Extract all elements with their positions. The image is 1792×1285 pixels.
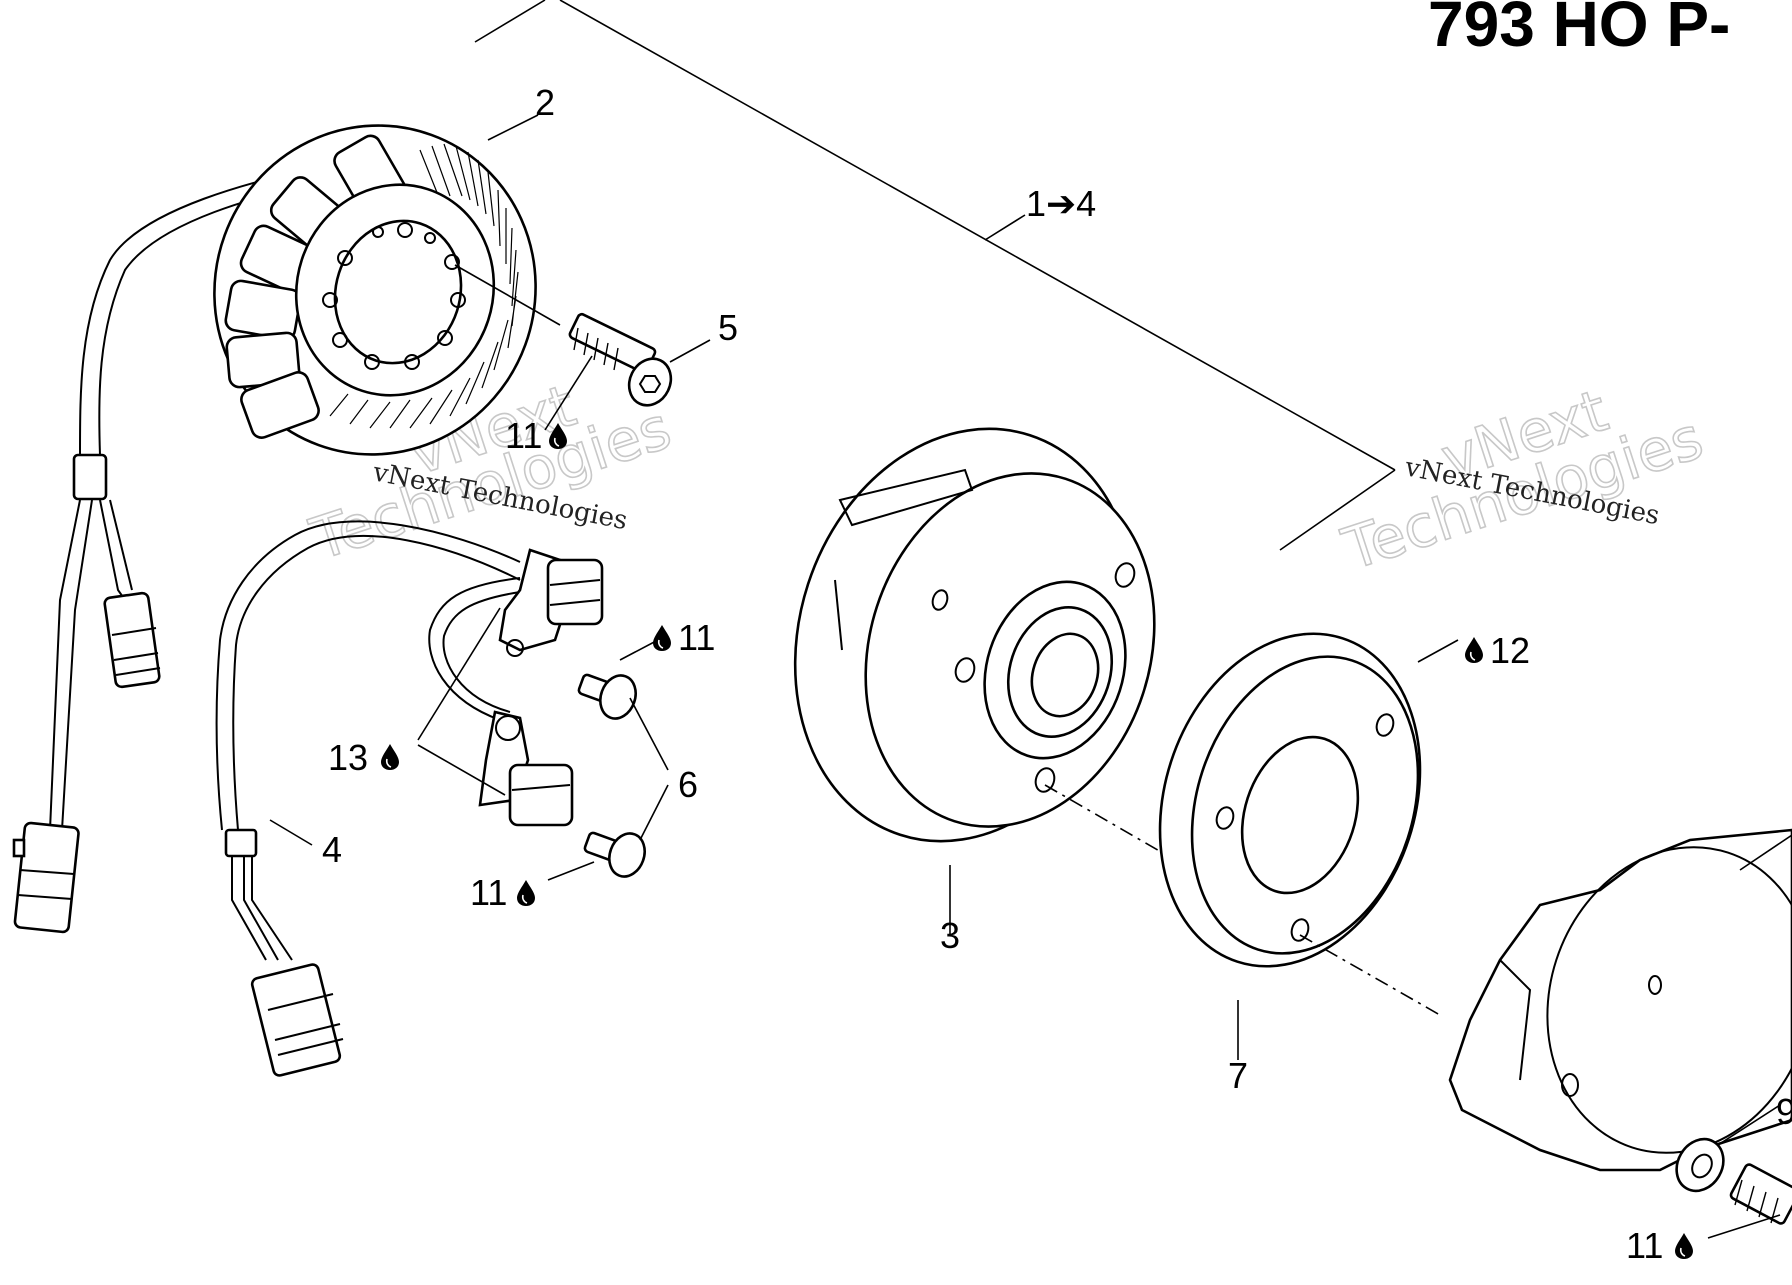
callout-9: 9 [1776,1091,1792,1132]
part-ring-gear [1158,632,1422,968]
drop-icon [380,743,400,771]
callout-labels: 2 1➔4 5 11 11 12 13 6 4 11 3 7 9 11 [322,82,1792,1266]
axis-line [1044,784,1176,861]
axis-line [1299,934,1441,1016]
part-bolt [1729,1163,1792,1225]
group-bracket-lines [474,0,1396,551]
leader-lines [269,114,1792,1239]
part-trigger-coil [215,520,604,1077]
callout-3: 3 [940,915,960,956]
callout-range-1-4: 1➔4 [1026,183,1096,224]
diagram-title: 793 HO P- [1428,0,1730,60]
callout-2: 2 [535,82,555,123]
callout-13: 13 [328,737,400,778]
callout-13-number: 13 [328,737,368,778]
part-stator [12,124,561,934]
callout-12: 12 [1464,630,1530,671]
part-screw-5 [568,312,673,407]
part-washer [1675,1137,1725,1193]
callout-4: 4 [322,829,342,870]
callout-11-upper-number: 11 [678,617,715,658]
part-screw-6 [577,673,646,878]
callout-11-bottom-number: 11 [1626,1225,1663,1266]
drop-icon [1464,636,1484,664]
drop-icon [652,624,672,652]
callout-7: 7 [1228,1055,1248,1096]
callout-6: 6 [678,764,698,805]
callout-11-upper: 11 [652,617,715,658]
callout-12-number: 12 [1490,630,1530,671]
callout-11-lower: 11 [470,872,536,913]
callout-11-stator: 11 [505,415,568,456]
callout-11-bottom: 11 [1626,1225,1694,1266]
part-flywheel [793,427,1156,843]
callout-11-lower-number: 11 [470,872,507,913]
callout-5: 5 [718,307,738,348]
part-starter-cup [1448,828,1792,1172]
drop-icon [516,879,536,907]
callout-11-stator-number: 11 [505,415,542,456]
watermark-right: Technologies vNext vNext Technologies [1334,375,1712,584]
drop-icon [1674,1232,1694,1260]
